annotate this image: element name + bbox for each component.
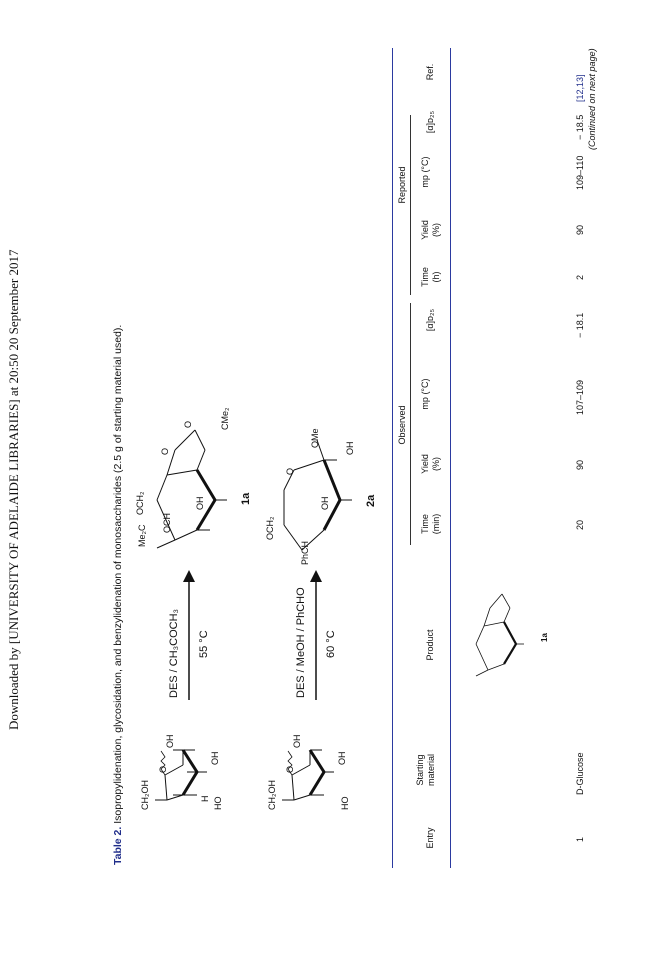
temp-1: 55 °C (198, 630, 210, 658)
atom-oh-anomeric: OH (165, 734, 175, 749)
table-header-rule (450, 48, 452, 868)
table-top-rule (392, 48, 394, 868)
reported-group-rule (410, 115, 411, 295)
atom-o: O (160, 447, 170, 455)
header-starting-material: Starting material (415, 754, 436, 787)
cell-obs-time: 20 (575, 519, 585, 530)
table-caption: Table 2. Isopropylidenation, glycosidati… (112, 325, 124, 865)
header-rep-rotation: [α]ᴅ₂₅ (425, 110, 435, 134)
header-rep-yield: Yield (%) (420, 220, 441, 240)
header-ref: Ref. (425, 63, 435, 81)
row-product-label: 1a (540, 633, 549, 642)
header-reported: Reported (397, 166, 407, 204)
atom-me2c: Me₂C (137, 524, 147, 548)
glucose-structure-2 (282, 749, 334, 801)
row-product-structure (475, 593, 524, 677)
atom-ome: OMe (310, 428, 320, 448)
caption-label: Table 2. (112, 826, 124, 865)
cell-rep-mp: 109–110 (575, 155, 585, 190)
header-obs-rotation: [α]ᴅ₂₅ (425, 308, 435, 332)
caption-text: Isopropylidenation, glycosidation, and b… (112, 324, 124, 827)
reaction-arrow-2 (310, 570, 322, 700)
atom-oh: OH (337, 751, 347, 766)
atom-o: O (285, 467, 295, 475)
atom-cme2: CMe₂ (220, 407, 230, 431)
cell-entry: 1 (575, 836, 585, 842)
atom-ch2oh: CH₂OH (267, 780, 277, 810)
label-2a: 2a (365, 494, 377, 507)
header-time-h: Time (h) (420, 267, 441, 287)
glucose-structure-1 (155, 749, 207, 801)
product-1a-structure (156, 429, 227, 549)
header-obs-yield: Yield (%) (420, 454, 441, 474)
cell-obs-mp: 107–109 (575, 379, 585, 415)
cell-rep-rotation: − 18.5 (575, 114, 585, 140)
cell-starting-material: D-Glucose (575, 752, 585, 795)
reagent-1: DES / CH₃COCH₃ (168, 608, 180, 698)
atom-ring-o: O (285, 765, 295, 773)
atom-ho: HO (213, 796, 223, 811)
header-obs-mp: mp (°C) (420, 378, 430, 410)
atom-ho: HO (340, 796, 350, 811)
header-observed: Observed (397, 405, 407, 445)
product-2a-structure (283, 439, 352, 551)
continued-note: (Continued on next page) (587, 48, 597, 150)
header-product: Product (425, 629, 435, 661)
header-entry: Entry (425, 827, 435, 849)
atom-ch2oh: CH₂OH (140, 780, 150, 810)
download-notice: Downloaded by [UNIVERSITY OF ADELAIDE LI… (6, 249, 21, 730)
atom-oh-anomeric: OH (292, 734, 302, 749)
atom-ring-o: O (158, 765, 168, 773)
atom-h: H (200, 795, 210, 803)
reagent-2: DES / MeOH / PhCHO (295, 587, 307, 698)
label-1a: 1a (240, 492, 252, 505)
cell-obs-yield: 90 (575, 459, 585, 470)
cell-ref[interactable]: [12,13] (575, 74, 585, 102)
atom-phch: PhCH (300, 540, 310, 565)
atom-och2: OCH₂ (265, 516, 275, 541)
atom-oh: OH (195, 496, 205, 511)
atom-och2: OCH₂ (135, 491, 145, 516)
cell-rep-yield: 90 (575, 224, 585, 235)
header-rep-mp: mp (°C) (420, 156, 430, 188)
cell-obs-rotation: − 18.1 (575, 312, 585, 338)
observed-group-rule (410, 303, 411, 545)
atom-och: OCH (162, 513, 172, 533)
reaction-arrow-1 (183, 570, 195, 700)
atom-o: O (183, 420, 193, 428)
temp-2: 60 °C (325, 630, 337, 658)
atom-oh: OH (210, 751, 220, 766)
atom-oh: OH (320, 496, 330, 511)
header-time-min: Time (min) (420, 513, 441, 535)
atom-oh: OH (345, 441, 355, 456)
cell-rep-time: 2 (575, 274, 585, 280)
